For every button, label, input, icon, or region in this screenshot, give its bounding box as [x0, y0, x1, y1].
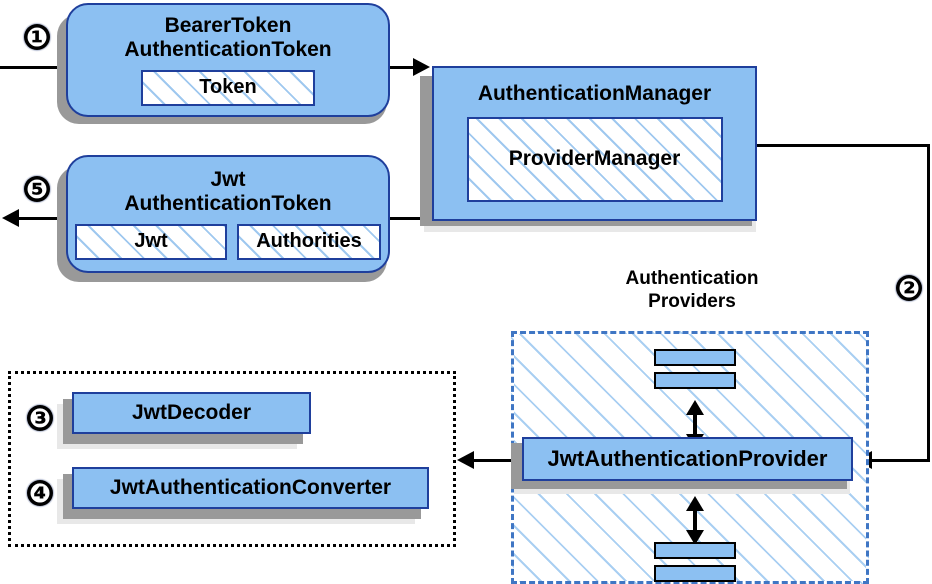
jwt-decoder-node[interactable]: JwtDecoder: [72, 392, 311, 434]
step-marker-4-label: ❹: [28, 478, 51, 508]
step-marker-4: ❹: [27, 480, 53, 506]
jwt-token-title: Jwt AuthenticationToken: [124, 168, 331, 217]
jwt-token-line1: Jwt: [210, 168, 246, 192]
providers-caption-line2: Providers: [648, 290, 736, 312]
connector-right-vertical: [927, 144, 930, 462]
step-marker-1-label: ❶: [25, 22, 48, 52]
providers-caption-line1: Authentication: [625, 268, 759, 289]
connector-provider-to-support: [474, 459, 522, 462]
step-marker-2-label: ❷: [897, 273, 920, 303]
jwt-token-line2: AuthenticationToken: [124, 192, 332, 215]
jwt-token-inner-authorities[interactable]: Authorities: [237, 223, 381, 260]
jwt-decoder-label: JwtDecoder: [131, 401, 252, 425]
arrowhead-to-support: [457, 451, 474, 469]
bearer-token-inner-token[interactable]: Token: [141, 69, 315, 106]
provider-stub-top-1: [654, 349, 736, 366]
provider-stub-bottom-2: [654, 565, 736, 582]
step-marker-1: ❶: [24, 24, 50, 50]
step-marker-3: ❸: [27, 405, 53, 431]
authentication-manager-node[interactable]: AuthenticationManager ProviderManager: [432, 66, 757, 221]
arrowhead-down-bottom: [686, 530, 704, 545]
provider-manager-label: ProviderManager: [508, 147, 681, 171]
step-marker-5: ❺: [24, 176, 50, 202]
bearer-token-node[interactable]: BearerToken AuthenticationToken Token: [66, 3, 390, 117]
provider-manager-inner[interactable]: ProviderManager: [466, 116, 723, 202]
jwt-token-inner-authorities-label: Authorities: [256, 230, 362, 253]
provider-stub-top-2: [654, 372, 736, 389]
connector-response-out: [18, 217, 68, 220]
arrowhead-response-out: [2, 209, 19, 227]
support-components-container: [8, 371, 456, 547]
jwt-authentication-converter-node[interactable]: JwtAuthenticationConverter: [72, 467, 429, 509]
connector-into-provider: [872, 459, 930, 462]
jwt-token-inner-jwt-label: Jwt: [134, 230, 168, 253]
bearer-token-line2: AuthenticationToken: [124, 38, 332, 61]
jwt-token-inner-jwt[interactable]: Jwt: [75, 223, 227, 260]
bearer-token-title: BearerToken AuthenticationToken: [124, 14, 331, 63]
connector-vertical-top: [693, 406, 697, 440]
provider-stub-bottom-1: [654, 542, 736, 559]
step-marker-2: ❷: [896, 275, 922, 301]
jwt-token-inner-row: Jwt Authorities: [75, 223, 381, 260]
providers-caption: Authentication Providers: [586, 268, 798, 314]
step-marker-5-label: ❺: [25, 174, 48, 204]
authentication-providers-container: [511, 331, 869, 584]
jwt-authentication-provider-node[interactable]: JwtAuthenticationProvider: [522, 437, 853, 481]
step-marker-3-label: ❸: [28, 403, 51, 433]
connector-manager-to-jwt-token: [390, 217, 440, 220]
bearer-token-inner-label: Token: [199, 76, 257, 99]
connector-request-in: [0, 66, 68, 69]
authentication-manager-title-label: AuthenticationManager: [477, 82, 712, 105]
authentication-manager-title: AuthenticationManager: [478, 82, 711, 106]
bearer-token-line1: BearerToken: [164, 14, 292, 38]
connector-manager-right: [757, 144, 930, 147]
jwt-authentication-converter-label: JwtAuthenticationConverter: [109, 476, 392, 500]
jwt-token-node[interactable]: Jwt AuthenticationToken Jwt Authorities: [66, 155, 390, 273]
connector-bearer-to-manager: [390, 66, 418, 69]
jwt-authentication-provider-label: JwtAuthenticationProvider: [547, 445, 828, 471]
connector-vertical-bottom: [693, 502, 697, 536]
arrowhead-to-manager: [413, 58, 430, 76]
